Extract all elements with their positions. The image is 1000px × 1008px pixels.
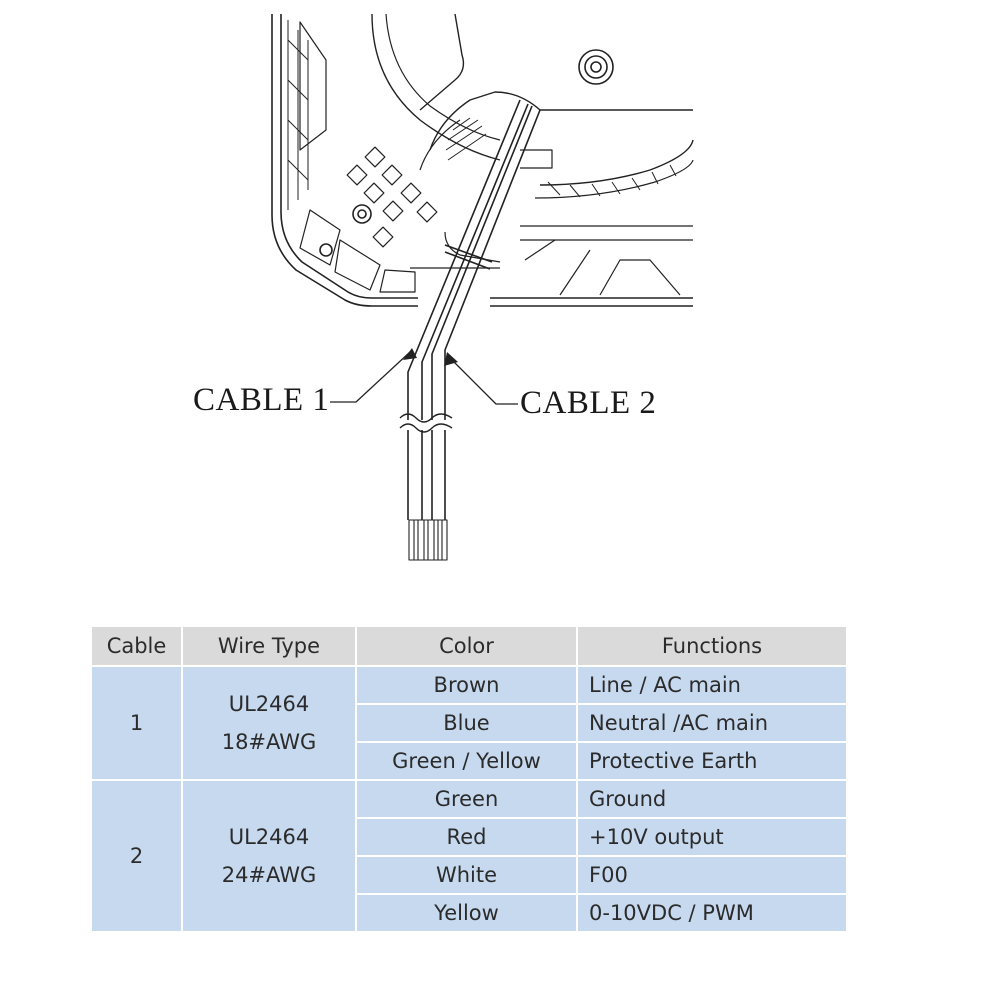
wire-function: +10V output: [576, 817, 848, 857]
table-row: Green / Yellow Protective Earth: [91, 741, 848, 781]
cable-1-label: CABLE 1: [193, 382, 330, 418]
cable-number: 2: [90, 779, 183, 933]
header-wire-type: Wire Type: [181, 625, 357, 667]
fan-cable-drawing: [271, 13, 694, 561]
table-row: Yellow 0-10VDC / PWM: [91, 893, 848, 933]
table-row: Blue Neutral /AC main: [91, 703, 848, 743]
cable-2-body: [431, 105, 533, 420]
wire-function: 0-10VDC / PWM: [576, 893, 848, 933]
wire-type-line: UL2464: [228, 825, 310, 849]
wire-color: Green: [355, 779, 578, 819]
cable-tie: [444, 244, 493, 270]
wire-function: F00: [576, 855, 848, 895]
cable-2-label: CABLE 2: [520, 385, 657, 421]
wire-type-cell: UL2464 24#AWG: [181, 779, 357, 933]
wire-color: Blue: [355, 703, 578, 743]
wire-color: Brown: [355, 665, 578, 705]
wire-color: Yellow: [355, 893, 578, 933]
housing-outline: [271, 14, 418, 307]
cable-1-leader: [330, 351, 411, 403]
wire-color: White: [355, 855, 578, 895]
header-cable: Cable: [90, 625, 183, 667]
wire-color: Red: [355, 817, 578, 857]
wire-function: Protective Earth: [576, 741, 848, 781]
wire-color: Green / Yellow: [355, 741, 578, 781]
cable-2-leader: [449, 357, 518, 405]
table-header-row: Cable Wire Type Color Functions: [90, 625, 848, 667]
hub-screw: [578, 49, 614, 85]
volute-arc: [371, 13, 501, 161]
wire-type-line: UL2464: [228, 692, 310, 716]
wire-gauge-line: 18#AWG: [221, 730, 317, 754]
wire-function: Ground: [576, 779, 848, 819]
table-row: 1 UL2464 18#AWG Brown Line / AC main: [90, 665, 848, 781]
wire-type-cell: UL2464 18#AWG: [181, 665, 357, 781]
wire-gauge-line: 24#AWG: [221, 863, 317, 887]
wire-table: Cable Wire Type Color Functions 1 UL2464…: [90, 625, 848, 933]
cable-number: 1: [90, 665, 183, 781]
table-row: White F00: [91, 855, 848, 895]
wire-function: Line / AC main: [576, 665, 848, 705]
table-row: Red +10V output: [91, 817, 848, 857]
header-functions: Functions: [576, 625, 848, 667]
cable-1-body: [407, 99, 521, 420]
header-color: Color: [355, 625, 578, 667]
table-row: 2 UL2464 24#AWG Green Ground: [90, 779, 848, 933]
wire-function: Neutral /AC main: [576, 703, 848, 743]
mount-hole: [352, 204, 372, 224]
